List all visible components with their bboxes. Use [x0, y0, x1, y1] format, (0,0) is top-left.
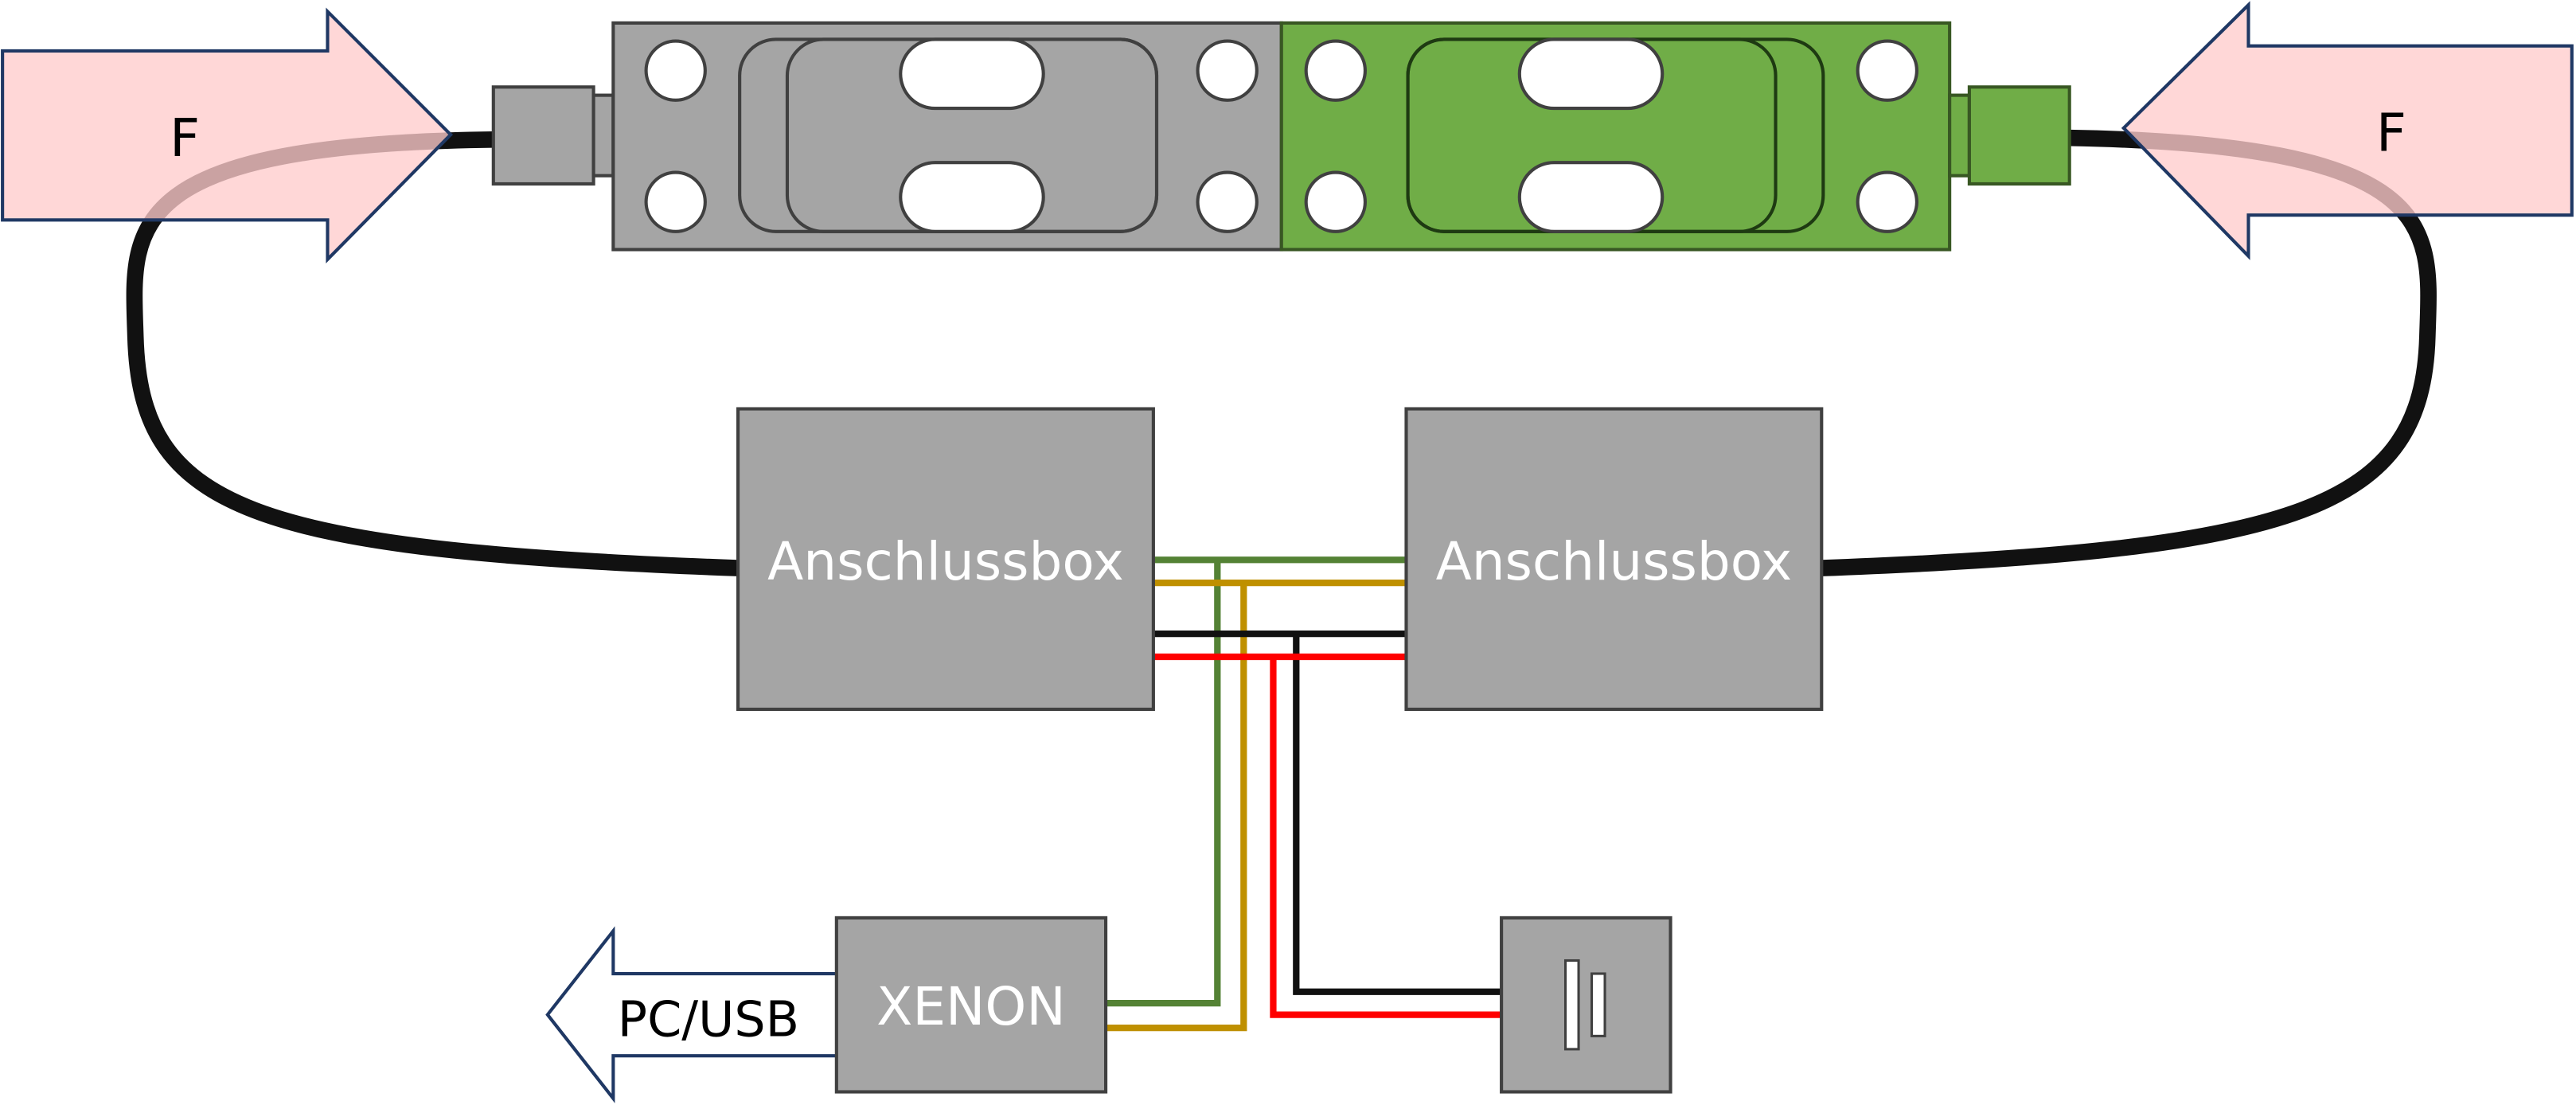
- slot-hole: [899, 37, 1045, 111]
- slot-hole: [899, 161, 1045, 233]
- mounting-hole: [1196, 170, 1259, 233]
- xenon-label: XENON: [876, 976, 1066, 1037]
- battery-icon-plate-long: [1563, 959, 1580, 1051]
- load-cell-right: [1279, 21, 2071, 252]
- cable-gland-right: [1967, 85, 2071, 186]
- junction-box-left-label: Anschlussbox: [767, 531, 1124, 592]
- force-arrow-left: [1, 7, 454, 264]
- xenon-amplifier: [834, 916, 1108, 1094]
- mounting-hole: [1304, 39, 1367, 102]
- cable-gland-neck-right: [1948, 93, 1971, 178]
- wire-red-to-battery: [1270, 656, 1502, 1018]
- slot-hole: [1517, 161, 1665, 233]
- mounting-hole: [1304, 170, 1367, 233]
- battery-icon-plate-short: [1590, 972, 1606, 1037]
- force-label-right: F: [2376, 103, 2406, 164]
- junction-box-left: [736, 407, 1155, 712]
- cable-gland-neck-left: [591, 93, 615, 178]
- signal-wires: [1106, 556, 1502, 1032]
- slot-hole: [1517, 37, 1665, 111]
- mounting-hole: [1856, 170, 1918, 233]
- mounting-hole: [1196, 39, 1259, 102]
- force-arrow-right: [2121, 1, 2574, 260]
- power-supply-box: [1500, 916, 1672, 1094]
- wire-green-to-xenon: [1106, 560, 1221, 1007]
- pc-usb-arrow: [545, 926, 840, 1103]
- wire-black-to-battery: [1293, 634, 1502, 995]
- pc-usb-label: PC/USB: [618, 990, 799, 1048]
- junction-box-right-label: Anschlussbox: [1436, 531, 1793, 592]
- mounting-hole: [1856, 39, 1918, 102]
- mounting-hole: [644, 39, 707, 102]
- wire-yellow-to-xenon: [1106, 583, 1247, 1032]
- force-label-left: F: [170, 107, 200, 169]
- mounting-hole: [644, 170, 707, 233]
- cable-gland-left: [491, 85, 595, 186]
- load-cell-left: [491, 21, 1283, 252]
- junction-box-right: [1404, 407, 1824, 712]
